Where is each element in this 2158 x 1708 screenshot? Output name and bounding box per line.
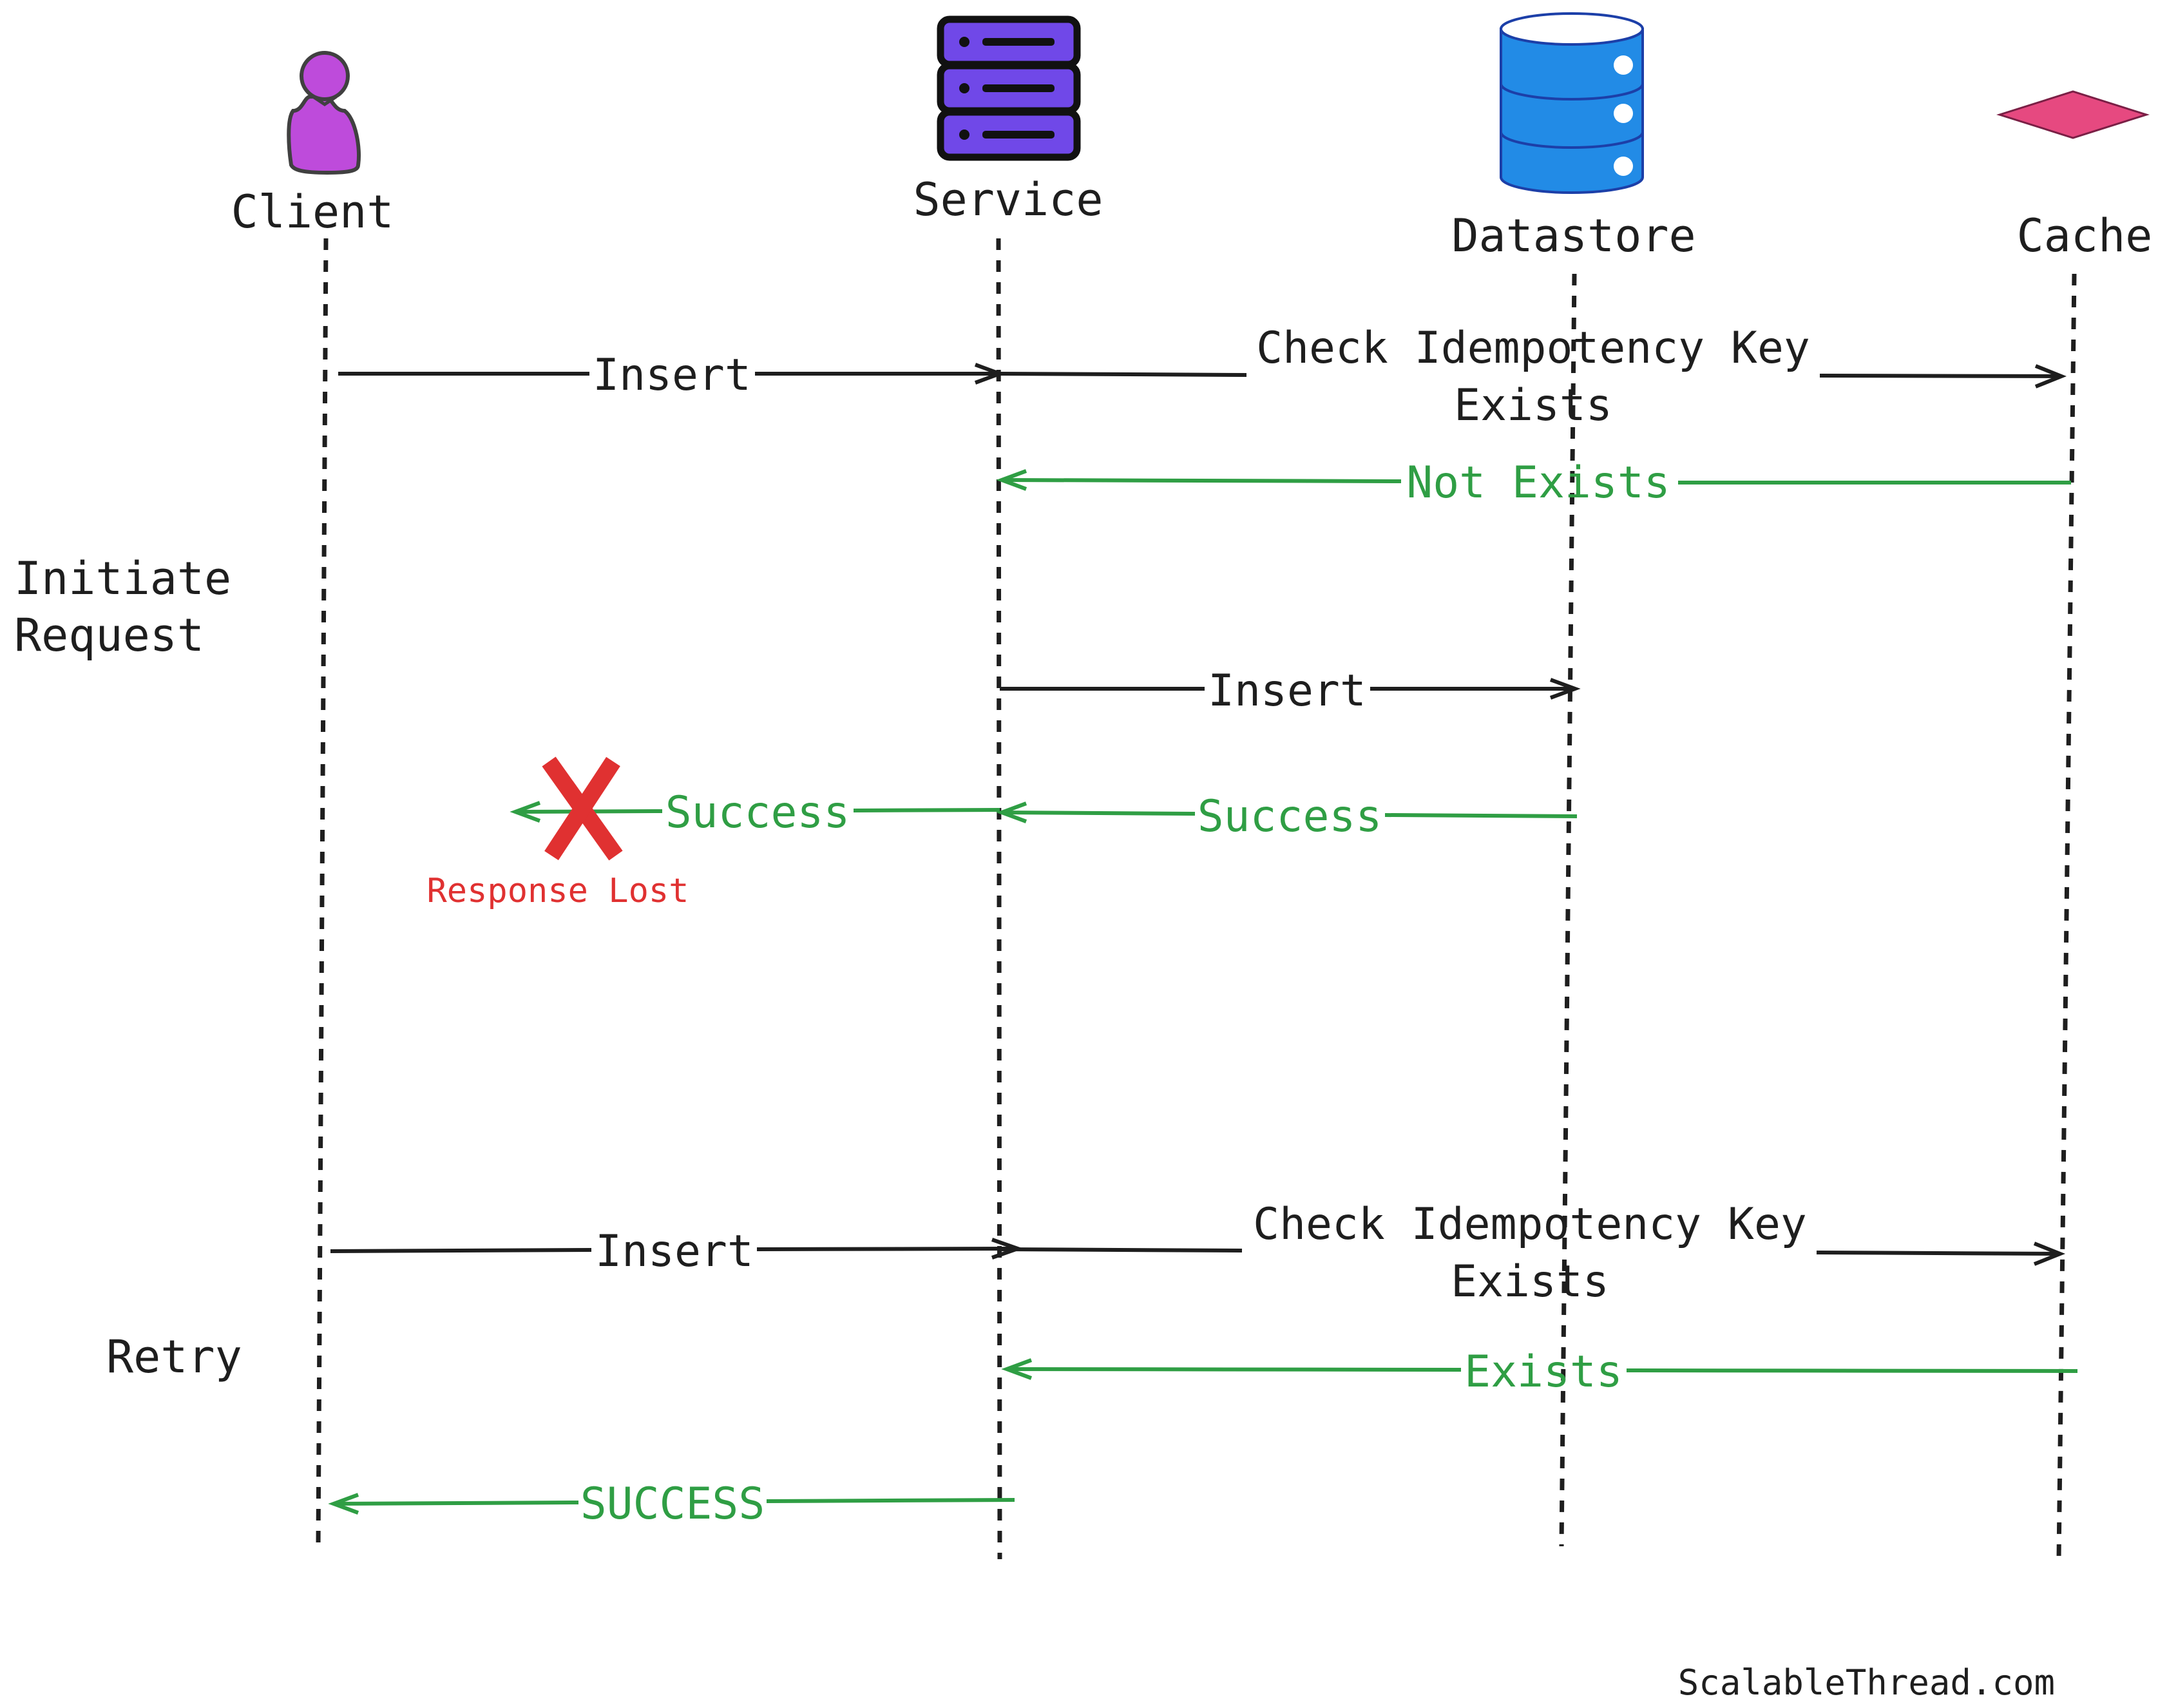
message-success-lost-label: Success	[665, 787, 850, 838]
participant-service: Service	[913, 173, 1103, 226]
message-check-key-1-line2: Exists	[1454, 380, 1612, 431]
person-icon	[287, 51, 361, 175]
message-insert-datastore: Insert	[1000, 666, 1581, 716]
cache-diamond-icon	[1996, 90, 2150, 139]
participant-client: Client	[231, 186, 394, 238]
message-check-key-2-line1: Check Idempotency Key	[1253, 1199, 1807, 1250]
message-exists: Exists	[1001, 1347, 2078, 1397]
response-lost-label: Response Lost	[427, 872, 689, 910]
database-icon	[1500, 12, 1644, 194]
message-insert-2: Insert	[330, 1226, 1024, 1277]
message-insert-1-label: Insert	[593, 350, 751, 401]
lifeline-client	[316, 238, 329, 1547]
lifeline-service	[996, 238, 1002, 1560]
phase-initiate-line1: Initiate	[14, 552, 231, 605]
message-success-datastore-label: Success	[1198, 791, 1382, 842]
lifeline-datastore	[1559, 273, 1577, 1547]
phase-initiate-line2: Request	[14, 609, 204, 662]
message-check-key-1-line1: Check Idempotency Key	[1256, 323, 1810, 374]
lifeline-cache	[2056, 273, 2077, 1560]
message-final-success: SUCCESS	[328, 1479, 1015, 1530]
message-not-exists: Not Exists	[996, 457, 2071, 508]
phase-retry: Retry	[106, 1330, 242, 1383]
x-mark-icon	[542, 756, 623, 861]
message-insert-datastore-label: Insert	[1208, 666, 1366, 716]
participant-cache: Cache	[2017, 209, 2153, 262]
message-check-key-2: Check Idempotency Key Exists	[999, 1199, 2066, 1307]
server-rack-icon	[937, 15, 1081, 161]
footer-credit: ScalableThread.com	[1678, 1662, 2055, 1703]
message-success-datastore: Success	[996, 791, 1578, 842]
message-insert-2-label: Insert	[595, 1226, 754, 1277]
message-exists-label: Exists	[1464, 1347, 1623, 1397]
message-not-exists-label: Not Exists	[1406, 457, 1670, 508]
participant-datastore: Datastore	[1451, 209, 1695, 262]
message-check-key-2-line2: Exists	[1451, 1256, 1609, 1307]
message-insert-1: Insert	[338, 350, 1006, 401]
message-final-success-label: SUCCESS	[580, 1479, 765, 1530]
message-check-key-1: Check Idempotency Key Exists	[999, 323, 2067, 431]
